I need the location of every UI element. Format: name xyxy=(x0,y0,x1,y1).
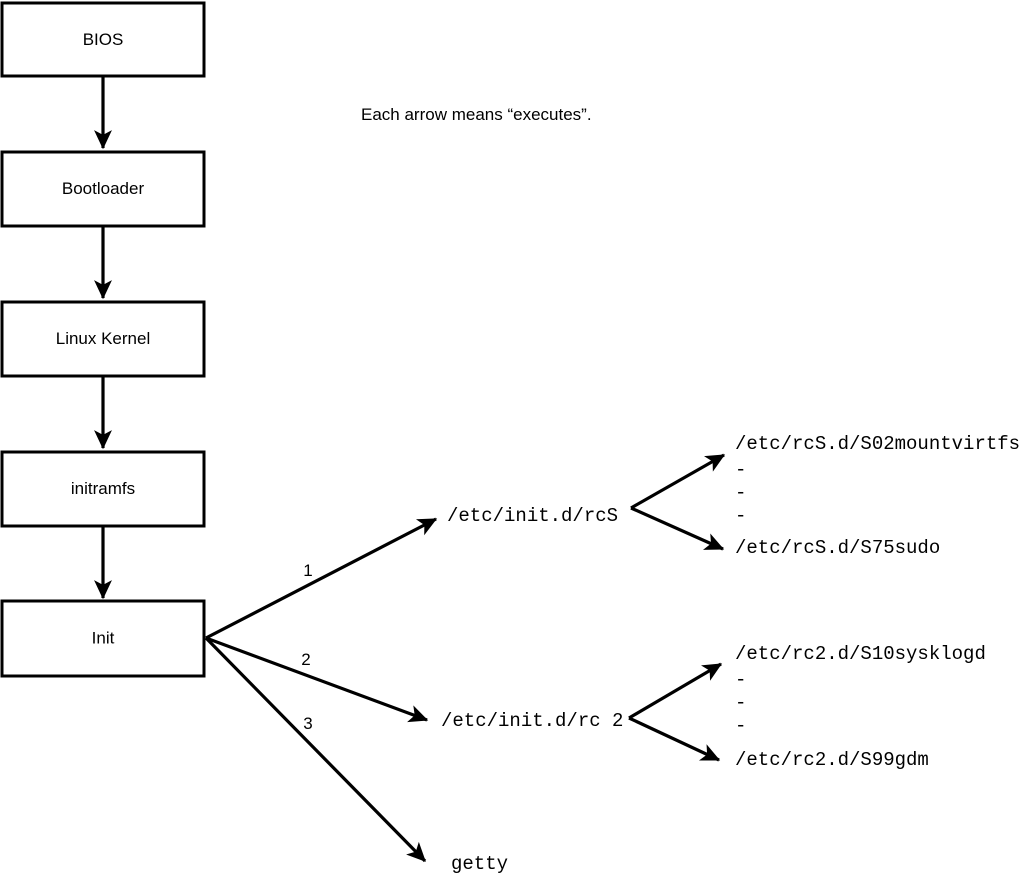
arrow-rcs-to-first-script xyxy=(630,453,726,510)
label-rc2-ellipsis-3: - xyxy=(735,715,746,737)
label-rc2-first-script: /etc/rc2.d/S10sysklogd xyxy=(735,643,986,665)
box-initramfs: initramfs xyxy=(0,450,206,528)
box-kernel: Linux Kernel xyxy=(0,300,206,378)
kernel-box-rect xyxy=(0,300,206,378)
init-box-rect xyxy=(0,599,206,678)
kernel-box-label: Linux Kernel xyxy=(56,329,151,348)
arrow-rcs-to-last-script xyxy=(630,506,725,551)
label-getty: getty xyxy=(451,853,508,875)
bootloader-box-rect xyxy=(0,150,206,228)
arrow-init-to-rc2 xyxy=(205,636,429,723)
arrow-init-to-getty xyxy=(204,636,427,863)
arrow-rc2-to-first-script xyxy=(628,662,723,720)
branch-number-1: 1 xyxy=(303,561,312,580)
label-rcs-ellipsis-2: - xyxy=(735,482,746,504)
initramfs-box-label: initramfs xyxy=(71,479,135,498)
arrow-init-to-rcs xyxy=(205,517,438,640)
box-init: Init xyxy=(0,599,206,678)
label-rc2-script: /etc/init.d/rc 2 xyxy=(441,710,623,732)
label-rc2-ellipsis-2: - xyxy=(735,692,746,714)
label-rcs-first-script: /etc/rcS.d/S02mountvirtfs xyxy=(735,433,1020,455)
label-rc2-ellipsis-1: - xyxy=(735,669,746,691)
legend-note: Each arrow means “executes”. xyxy=(361,105,592,124)
label-rc2-last-script: /etc/rc2.d/S99gdm xyxy=(735,749,929,771)
bootloader-box-label: Bootloader xyxy=(62,179,145,198)
label-rcs-ellipsis-3: - xyxy=(735,505,746,527)
box-bootloader: Bootloader xyxy=(0,150,206,228)
branch-number-3: 3 xyxy=(303,714,312,733)
label-rcs-script: /etc/init.d/rcS xyxy=(447,505,618,527)
bios-box-rect xyxy=(0,1,206,78)
branch-number-2: 2 xyxy=(301,650,310,669)
label-rcs-last-script: /etc/rcS.d/S75sudo xyxy=(735,537,940,559)
label-rcs-ellipsis-1: - xyxy=(735,459,746,481)
arrow-rc2-to-last-script xyxy=(628,716,721,762)
box-bios: BIOS xyxy=(0,1,206,78)
init-box-label: Init xyxy=(92,628,115,647)
bios-box-label: BIOS xyxy=(83,30,124,49)
